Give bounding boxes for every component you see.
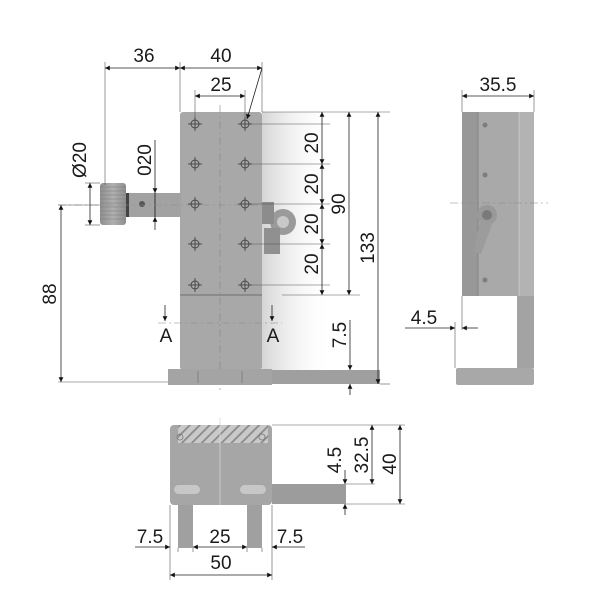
dim-pitch-4: 20 bbox=[302, 253, 323, 274]
dim-7-5: 7.5 bbox=[330, 322, 351, 348]
leg-left bbox=[178, 505, 193, 548]
dim-36: 36 bbox=[133, 46, 154, 67]
dim-50: 50 bbox=[210, 553, 231, 574]
leg-right bbox=[247, 505, 262, 548]
dim-shaft-diameter: 020 bbox=[135, 144, 156, 176]
set-screw bbox=[139, 201, 145, 207]
side-clamp-lever[interactable] bbox=[474, 205, 497, 254]
dim-25-top: 25 bbox=[209, 527, 230, 548]
dim-133: 133 bbox=[358, 232, 379, 264]
top-view: 4.5 32.5 40 7.5 25 7.5 50 bbox=[135, 418, 405, 580]
top-arm bbox=[272, 484, 346, 504]
mounting-holes bbox=[188, 117, 252, 292]
dim-35-5: 35.5 bbox=[480, 75, 517, 96]
side-foot bbox=[456, 368, 534, 385]
dim-pitch-2: 20 bbox=[302, 173, 323, 194]
base-plate bbox=[168, 369, 272, 385]
slot-left bbox=[174, 485, 200, 494]
front-body bbox=[180, 112, 262, 370]
dim-pitch-3: 20 bbox=[302, 213, 323, 234]
side-view: 35.5 4.5 bbox=[405, 75, 548, 385]
dim-4-5-side: 4.5 bbox=[411, 308, 437, 329]
section-mark-left: A bbox=[160, 326, 173, 347]
dim-40: 40 bbox=[210, 46, 231, 67]
dim-88: 88 bbox=[40, 283, 61, 304]
dim-7-5-right: 7.5 bbox=[277, 527, 303, 548]
dim-pitch-1: 20 bbox=[302, 132, 323, 153]
dim-4-5-top: 4.5 bbox=[325, 447, 346, 473]
dim-7-5-left: 7.5 bbox=[137, 527, 163, 548]
clamp-lever[interactable] bbox=[262, 202, 296, 254]
slot-right bbox=[240, 485, 266, 494]
dim-32-5: 32.5 bbox=[352, 437, 373, 474]
dim-90: 90 bbox=[329, 193, 350, 214]
dim-knob-diameter: Ø20 bbox=[70, 142, 91, 178]
dim-25: 25 bbox=[210, 75, 231, 96]
front-view: 36 40 25 Ø20 020 20 20 20 20 90 133 88 7… bbox=[40, 46, 390, 395]
base-bar bbox=[272, 370, 380, 384]
dim-40-top: 40 bbox=[380, 453, 401, 474]
knob bbox=[100, 183, 126, 225]
section-mark-right: A bbox=[267, 326, 280, 347]
hatched-section bbox=[178, 425, 268, 443]
